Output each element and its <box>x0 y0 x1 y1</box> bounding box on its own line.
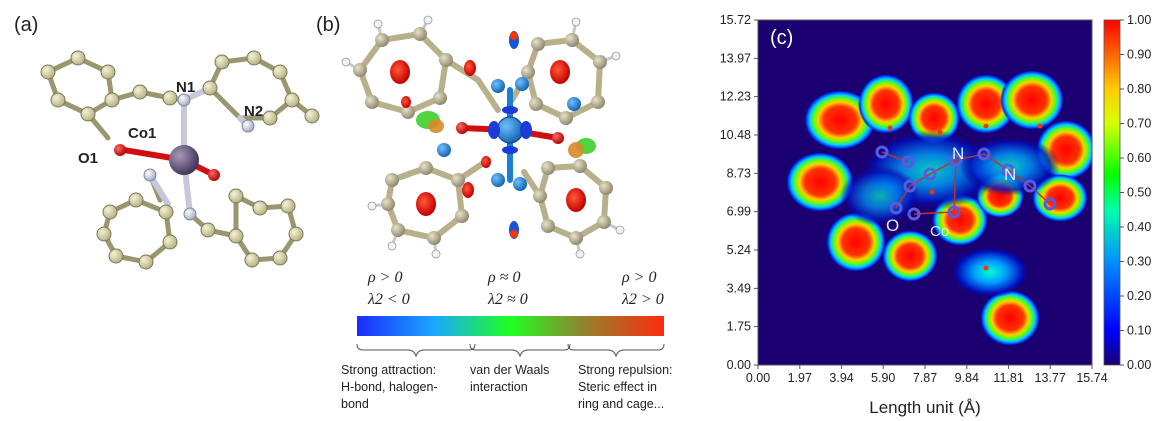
legend-repulsion-lambda: λ2 > 0 <box>622 291 664 308</box>
colorbar-tick-label: 0.10 <box>1127 324 1151 338</box>
legend-repulsion-line-2: Steric effect in <box>578 380 657 394</box>
panel-a-label: (a) <box>14 14 39 36</box>
legend-attraction-line-1: Strong attraction: <box>341 363 437 377</box>
colorbar-tick-label: 0.50 <box>1127 186 1151 200</box>
legend-vdw-description: van der Waals interaction <box>470 362 570 396</box>
panel-b-oxygen-atoms <box>456 122 564 144</box>
y-tick-label: 8.73 <box>727 166 751 180</box>
x-tick-label: 0.00 <box>746 371 770 385</box>
atom-label-n2: N2 <box>244 103 263 120</box>
cobalt-atom <box>169 145 199 175</box>
colorbar-tick-label: 0.30 <box>1127 255 1151 269</box>
legend-vdw-line-1: van der Waals <box>470 363 550 377</box>
legend-vdw-rho: ρ ≈ 0 <box>488 269 521 286</box>
legend-vdw-lambda: λ2 ≈ 0 <box>488 291 528 308</box>
panel-b-carbon-atoms <box>353 27 613 245</box>
legend-repulsion-description: Strong repulsion: Steric effect in ring … <box>578 362 688 413</box>
x-tick-label: 1.97 <box>788 371 812 385</box>
x-tick-label: 7.87 <box>913 371 937 385</box>
legend-repulsion-rho: ρ > 0 <box>622 269 657 286</box>
legend-attraction-lambda: λ2 < 0 <box>368 291 410 308</box>
y-tick-label: 3.49 <box>727 281 751 295</box>
panel-a-oxygen-atoms <box>114 144 220 181</box>
atom-label-o1: O1 <box>78 150 98 167</box>
y-tick-label: 1.75 <box>727 320 751 334</box>
elf-color-bar-ticks: 0.00 0.10 0.20 0.30 0.40 0.50 0.60 0.70 0.80 0.90… <box>1120 13 1151 372</box>
heatmap-label-co: Co <box>930 223 949 240</box>
atom-label-co1: Co1 <box>128 125 156 142</box>
heatmap-label-n-right: N <box>1004 165 1016 184</box>
legend-attraction-rho: ρ > 0 <box>368 269 403 286</box>
atom-label-n1: N1 <box>176 79 195 96</box>
y-tick-label: 5.24 <box>727 243 751 257</box>
heatmap-y-axis: 0.00 1.75 3.49 5.24 6.99 8.73 10.48 12.23 13.97 1… <box>720 13 758 372</box>
rdg-color-bar <box>357 316 664 336</box>
panel-b-nitrogen-atoms <box>437 77 581 191</box>
x-tick-label: 5.90 <box>871 371 895 385</box>
panel-c-heatmap: N N O Co (c) <box>758 20 1092 365</box>
panel-c-label: (c) <box>770 27 793 49</box>
legend-braces <box>356 343 665 358</box>
heatmap-x-axis: 0.00 1.97 3.94 5.90 7.87 9.84 11.81 13.77 15.74 <box>746 365 1108 385</box>
legend-attraction-line-3: bond <box>341 397 369 411</box>
panel-b-hydrogen-atoms <box>341 15 625 259</box>
panel-a-molecule: N1 N2 Co1 O1 <box>40 50 320 270</box>
heatmap-atom-rings <box>875 145 1057 221</box>
colorbar-tick-label: 0.80 <box>1127 82 1151 96</box>
heatmap-label-n-left: N <box>952 144 964 163</box>
y-tick-label: 13.97 <box>720 51 751 65</box>
panel-b-h-bonds <box>344 18 622 256</box>
colorbar-tick-label: 0.40 <box>1127 220 1151 234</box>
panel-a-carbon-atoms <box>40 50 320 270</box>
x-tick-label: 15.74 <box>1076 371 1107 385</box>
x-tick-label: 9.84 <box>955 371 979 385</box>
panel-b-isosurfaces <box>390 31 596 239</box>
y-tick-label: 10.48 <box>720 128 751 142</box>
heatmap-critical-points <box>887 123 1043 271</box>
x-tick-label: 11.81 <box>993 371 1023 385</box>
legend-vdw-line-2: interaction <box>470 380 528 394</box>
x-tick-label: 13.77 <box>1035 371 1066 385</box>
heatmap-label-o: O <box>886 216 899 235</box>
colorbar-tick-label: 1.00 <box>1127 13 1151 27</box>
panel-b-cobalt-atom <box>496 116 524 144</box>
colorbar-tick-label: 0.20 <box>1127 289 1151 303</box>
elf-color-bar <box>1103 19 1121 366</box>
colorbar-tick-label: 0.90 <box>1127 48 1151 62</box>
legend-attraction-description: Strong attraction: H-bond, halogen- bond <box>341 362 467 413</box>
colorbar-tick-label: 0.70 <box>1127 117 1151 131</box>
panel-b-molecule <box>341 15 625 259</box>
panel-b-label: (b) <box>316 14 341 36</box>
y-tick-label: 6.99 <box>727 205 751 219</box>
colorbar-tick-label: 0.00 <box>1127 358 1151 372</box>
colorbar-tick-label: 0.60 <box>1127 151 1151 165</box>
y-tick-label: 15.72 <box>720 13 751 27</box>
y-tick-label: 0.00 <box>727 358 751 372</box>
legend-repulsion-line-1: Strong repulsion: <box>578 363 673 377</box>
legend-attraction-line-2: H-bond, halogen- <box>341 380 438 394</box>
heatmap-x-axis-label: Length unit (Å) <box>869 398 981 417</box>
legend-repulsion-line-3: ring and cage... <box>578 397 665 411</box>
y-tick-label: 12.23 <box>720 90 751 104</box>
x-tick-label: 3.94 <box>829 371 853 385</box>
panel-a-nitrogen-atoms <box>143 93 255 221</box>
